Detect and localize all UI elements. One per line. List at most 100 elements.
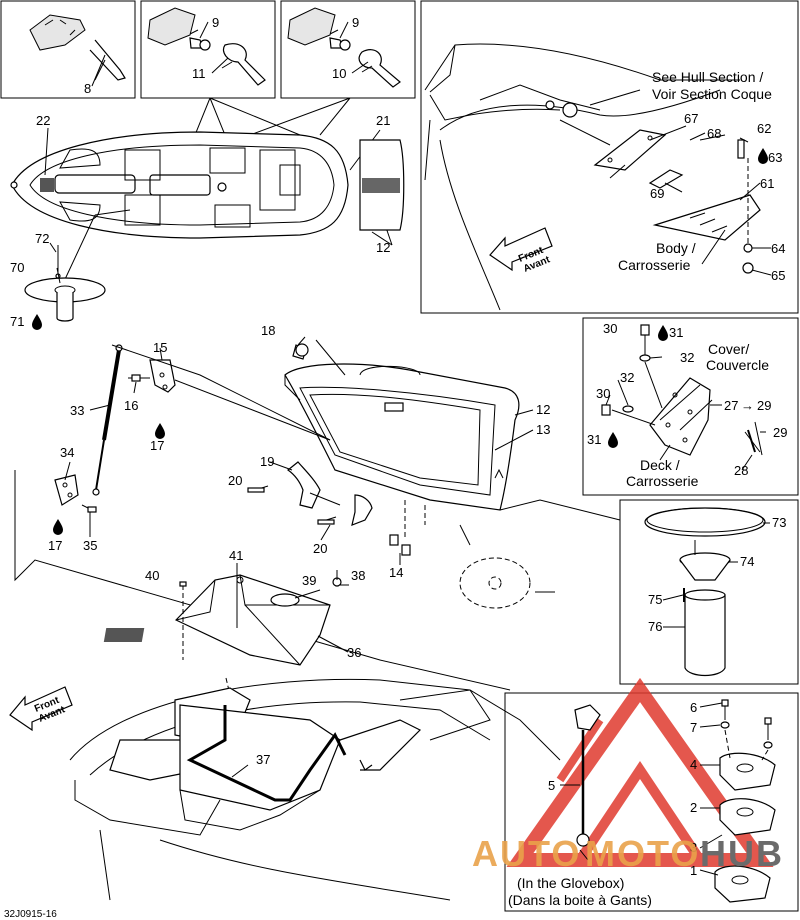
watermark-logo	[506, 677, 774, 867]
callout-70: 70	[10, 260, 24, 275]
callout-20b: 20	[313, 541, 327, 556]
callout-40: 40	[145, 568, 159, 583]
callout-31b: 31	[587, 432, 601, 447]
leader-lines	[49, 21, 772, 876]
callout-2: 2	[690, 800, 697, 815]
callout-5: 5	[548, 778, 555, 793]
front-arrow-lower	[9, 686, 73, 732]
callout-4: 4	[690, 757, 697, 772]
cover-label-1: Cover/	[708, 341, 749, 357]
oil-drop-icon-71	[32, 314, 42, 330]
callout-16: 16	[124, 398, 138, 413]
callout-1: 1	[690, 863, 697, 878]
callout-76: 76	[648, 619, 662, 634]
callout-9a: 9	[212, 15, 219, 30]
screw-14b	[401, 544, 411, 556]
callout-65: 65	[771, 268, 785, 283]
callout-64: 64	[771, 241, 785, 256]
text-labels: See Hull Section / Voir Section Coque Bo…	[4, 69, 772, 920]
callout-29b: 29	[773, 425, 787, 440]
glovebox-label-2: (Dans la boite à Gants)	[508, 892, 652, 908]
callout-68: 68	[707, 126, 721, 141]
callout-9b: 9	[352, 15, 359, 30]
boat-top-view	[10, 131, 349, 239]
hull-section-view	[424, 43, 761, 311]
gas-strut	[92, 344, 123, 496]
callout-19: 19	[260, 454, 274, 469]
oil-drop-icon-17a	[155, 423, 165, 439]
callout-61: 61	[760, 176, 774, 191]
callout-62: 62	[757, 121, 771, 136]
inset-box-strap	[0, 0, 136, 99]
oil-drop-icon-63	[758, 148, 768, 164]
callout-21: 21	[376, 113, 390, 128]
callout-41: 41	[229, 548, 243, 563]
callout-74: 74	[740, 554, 754, 569]
latch-19-right	[351, 494, 373, 526]
hull-section-label-2: Voir Section Coque	[652, 86, 772, 102]
bracket-15	[149, 359, 176, 393]
callout-39: 39	[302, 573, 316, 588]
callout-17a: 17	[150, 438, 164, 453]
screw-35	[87, 506, 97, 513]
oil-drop-icons	[32, 148, 768, 535]
front-arrow-upper	[489, 227, 553, 272]
screw-14a	[389, 534, 399, 546]
watermark-hub: HUB	[700, 833, 784, 874]
strap-part	[29, 14, 126, 81]
inset-box-hinge	[582, 317, 799, 496]
callout-20a: 20	[228, 473, 242, 488]
callout-35: 35	[83, 538, 97, 553]
callout-7: 7	[690, 720, 697, 735]
inset-box-tie-10	[280, 0, 416, 99]
watermark-moto: MOTO	[585, 833, 700, 874]
callout-11: 11	[192, 66, 206, 81]
callout-12b: 12	[536, 402, 550, 417]
storage-cover	[284, 363, 520, 511]
oil-drop-icon-31a	[658, 325, 668, 341]
hinge-assembly	[601, 324, 763, 456]
deck-label-2: Carrosserie	[626, 473, 699, 489]
callout-36: 36	[347, 645, 361, 660]
oil-drop-icon-31b	[608, 432, 618, 448]
screw-20-left	[247, 487, 265, 493]
screw-20-right	[317, 519, 335, 525]
callout-6: 6	[690, 700, 697, 715]
callout-32b: 32	[620, 370, 634, 385]
callout-3: 3	[690, 840, 697, 855]
callout-38: 38	[351, 568, 365, 583]
cup-holder-outline	[459, 557, 531, 609]
callout-29a: 29	[757, 398, 771, 413]
callout-73: 73	[772, 515, 786, 530]
callout-14: 14	[389, 565, 403, 580]
callout-30a: 30	[603, 321, 617, 336]
callout-32a: 32	[680, 350, 694, 365]
part-numbers: 8 9 11 9 10 22 21 12 72 70 71 67 68 62 6…	[10, 15, 787, 878]
callout-30b: 30	[596, 386, 610, 401]
rear-pad-part	[359, 139, 405, 231]
callout-10: 10	[332, 66, 346, 81]
knob-18-head	[295, 343, 309, 357]
screw-40	[179, 581, 187, 587]
watermark-auto: AUTO	[472, 833, 581, 874]
oil-drop-icon-17b	[53, 519, 63, 535]
callout-12a: 12	[376, 240, 390, 255]
callout-75: 75	[648, 592, 662, 607]
callout-17b: 17	[48, 538, 62, 553]
hull-section-label-1: See Hull Section /	[652, 69, 763, 85]
callout-13: 13	[536, 422, 550, 437]
callout-37: 37	[256, 752, 270, 767]
screw-16	[131, 374, 141, 382]
callout-22: 22	[36, 113, 50, 128]
callout-33: 33	[70, 403, 84, 418]
glovebox-assembly	[574, 699, 776, 903]
inset-box-table	[619, 499, 799, 685]
table-assembly	[644, 507, 766, 677]
callout-67: 67	[684, 111, 698, 126]
callout-72: 72	[35, 231, 49, 246]
diagram-code: 32J0915-16	[4, 909, 57, 920]
callout-71: 71	[10, 314, 24, 329]
body-label-1: Body /	[656, 240, 696, 256]
callout-15: 15	[153, 340, 167, 355]
